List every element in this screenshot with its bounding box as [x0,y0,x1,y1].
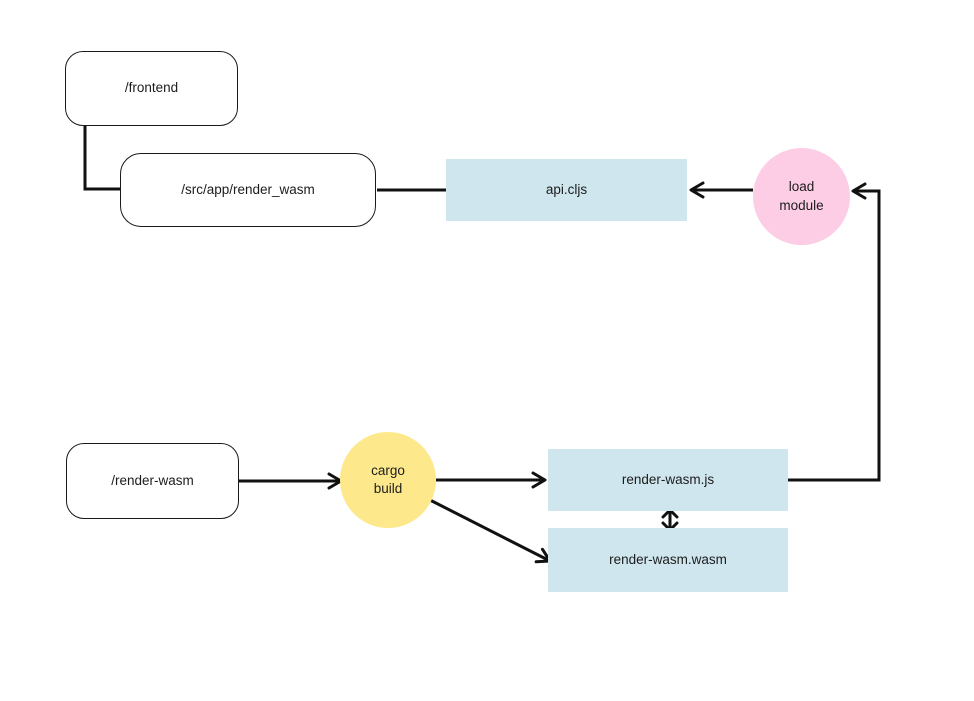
node-frontend: /frontend [65,51,238,126]
node-src-app-render-wasm-label: /src/app/render_wasm [181,181,315,197]
node-src-app-render-wasm: /src/app/render_wasm [120,153,376,227]
node-api-cljs: api.cljs [446,159,687,221]
node-cargo-build: cargo build [340,432,436,528]
node-render-wasm-js: render-wasm.js [548,449,788,511]
node-api-cljs-label: api.cljs [545,181,588,197]
node-load-module: load module [753,148,850,245]
node-frontend-label: /frontend [124,80,179,96]
edge-frontend-to-src [83,126,120,191]
node-render-wasm-dir-label: /render-wasm [111,472,194,488]
edge-cargo-to-wasm-arrow-icon [429,498,552,564]
node-render-wasm-js-label: render-wasm.js [621,471,715,487]
edge-js-wasm-bidirectional-arrow-icon [661,508,679,532]
node-cargo-build-label: cargo build [371,462,405,496]
node-render-wasm-wasm: render-wasm.wasm [548,528,788,592]
node-render-wasm-wasm-label: render-wasm.wasm [609,551,727,567]
node-render-wasm-dir: /render-wasm [66,443,239,519]
node-load-module-label: load module [779,179,824,213]
